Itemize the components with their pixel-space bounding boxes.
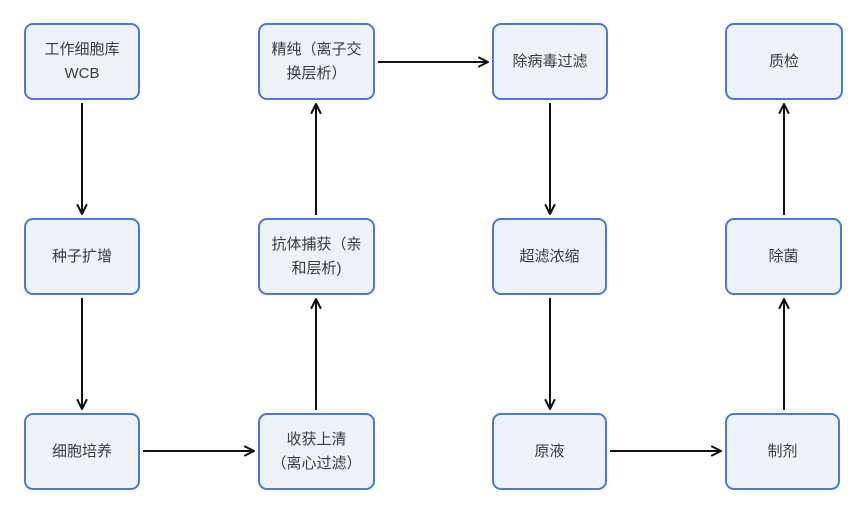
node-label: 细胞培养	[51, 442, 112, 460]
node-virus-filtration: 除病毒过滤	[492, 23, 608, 100]
node-label: 原液	[534, 442, 565, 460]
node-label: 抗体捕获（亲 和层析)	[271, 236, 362, 277]
node-label: 制剂	[767, 442, 798, 460]
node-cell-culture: 细胞培养	[24, 413, 140, 490]
node-sterile-filtration: 除菌	[725, 218, 842, 295]
node-label: 收获上清 （离心过滤）	[271, 431, 362, 472]
node-ultrafiltration: 超滤浓缩	[492, 218, 607, 295]
node-polishing: 精纯（离子交 换层析）	[258, 23, 375, 100]
node-label: 超滤浓缩	[519, 247, 580, 265]
node-formulation: 制剂	[725, 413, 840, 490]
node-antibody-capture: 抗体捕获（亲 和层析)	[258, 218, 375, 295]
node-label: 种子扩增	[51, 247, 112, 265]
node-working-cell-bank: 工作细胞库 WCB	[24, 23, 140, 100]
node-label: 工作细胞库 WCB	[44, 41, 120, 82]
node-label: 除菌	[768, 247, 799, 265]
node-seed-expansion: 种子扩增	[24, 218, 140, 295]
node-harvest: 收获上清 （离心过滤）	[258, 413, 375, 490]
node-bulk-solution: 原液	[492, 413, 607, 490]
node-label: 精纯（离子交 换层析）	[271, 41, 362, 82]
node-label: 除病毒过滤	[512, 52, 588, 70]
node-quality-control: 质检	[725, 23, 843, 100]
node-label: 质检	[768, 52, 799, 70]
